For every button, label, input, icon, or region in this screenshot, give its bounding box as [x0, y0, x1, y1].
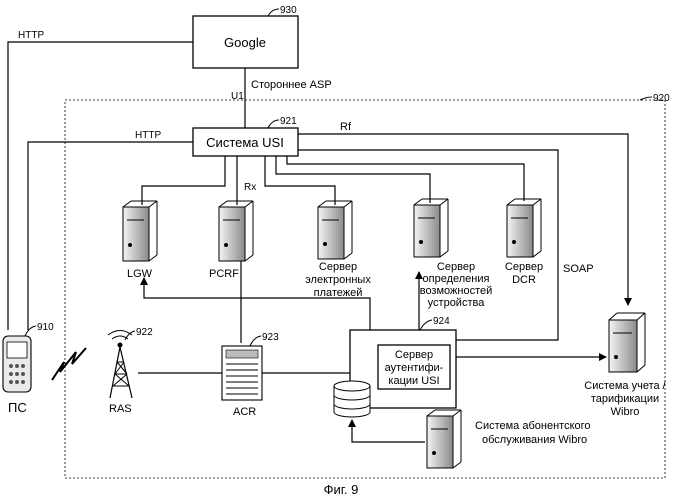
billing-label-line-1: Система учета /	[584, 380, 666, 392]
capabilities-label-line-3: возможностей	[420, 285, 493, 297]
auth-label-line-3: кации USI	[388, 375, 439, 387]
auth-label-line-1: Сервер	[395, 349, 433, 361]
pcrf-server-icon	[219, 201, 253, 261]
payments-label-line-1: Сервер	[319, 261, 357, 273]
subscriber-system-server-icon	[427, 410, 461, 468]
pcrf-label: PCRF	[209, 268, 239, 280]
edge-subscriber-database	[352, 420, 425, 442]
ref-930-label: 930	[280, 5, 297, 16]
capabilities-label-line-1: Сервер	[437, 261, 475, 273]
figure-caption: Фиг. 9	[324, 482, 359, 497]
lgw-label: LGW	[127, 268, 153, 280]
acr-label: ACR	[233, 406, 256, 418]
dcr-label-line-2: DCR	[512, 274, 536, 286]
usi-system-label: Система USI	[206, 135, 284, 150]
dcr-label-line-1: Сервер	[505, 261, 543, 273]
ref-leader-923	[250, 336, 261, 346]
subscriber-label-line-1: Система абонентского	[475, 420, 591, 432]
capabilities-label-line-2: определения	[423, 273, 490, 285]
edge-rx-label: Rx	[244, 182, 256, 193]
wireless-link-icon	[52, 348, 86, 380]
ref-leader-920	[640, 97, 652, 100]
ms-label: ПС	[8, 400, 27, 415]
google-label: Google	[224, 35, 266, 50]
edge-rf-label: Rf	[340, 121, 352, 133]
ras-label: RAS	[109, 403, 132, 415]
edge-http-mid	[28, 142, 193, 330]
ref-leader-910	[25, 326, 36, 336]
mobile-station-icon	[3, 336, 31, 392]
edge-http-mid-label: HTTP	[135, 130, 161, 141]
lgw-server-icon	[123, 201, 157, 261]
ref-leader-921	[268, 120, 279, 128]
ras-tower-icon	[108, 331, 132, 399]
edge-asp-label: Стороннее ASP	[251, 79, 332, 91]
edge-u1-label: U1	[231, 91, 244, 102]
ref-921-label: 921	[280, 116, 297, 127]
capabilities-server-icon	[414, 199, 448, 257]
subscriber-label-line-2: обслуживания Wibro	[482, 434, 587, 446]
ref-leader-924	[420, 320, 432, 330]
billing-system-server-icon	[609, 313, 645, 372]
payments-label-line-3: платежей	[314, 287, 363, 299]
edge-http-top-label: HTTP	[18, 30, 44, 41]
dcr-server-icon	[507, 199, 541, 257]
database-icon	[334, 381, 370, 417]
payments-label-line-2: электронных	[305, 274, 371, 286]
ref-910-label: 910	[37, 322, 54, 333]
edge-soap-label: SOAP	[563, 263, 594, 275]
edge-usi-dcr	[287, 156, 524, 201]
billing-label-line-3: Wibro	[611, 406, 640, 418]
ref-920-label: 920	[653, 93, 670, 104]
edge-usi-capabilities	[276, 156, 430, 203]
ref-922-label: 922	[136, 327, 153, 338]
ref-leader-930	[268, 9, 279, 16]
edge-usi-lgw	[142, 156, 225, 205]
capabilities-label-line-4: устройства	[428, 297, 486, 309]
auth-label-line-2: аутентифи-	[385, 362, 444, 374]
ref-924-label: 924	[433, 316, 450, 327]
ref-923-label: 923	[262, 332, 279, 343]
payments-server-icon	[318, 201, 352, 259]
billing-label-line-2: тарификации	[591, 393, 659, 405]
acr-device-icon	[222, 346, 262, 400]
